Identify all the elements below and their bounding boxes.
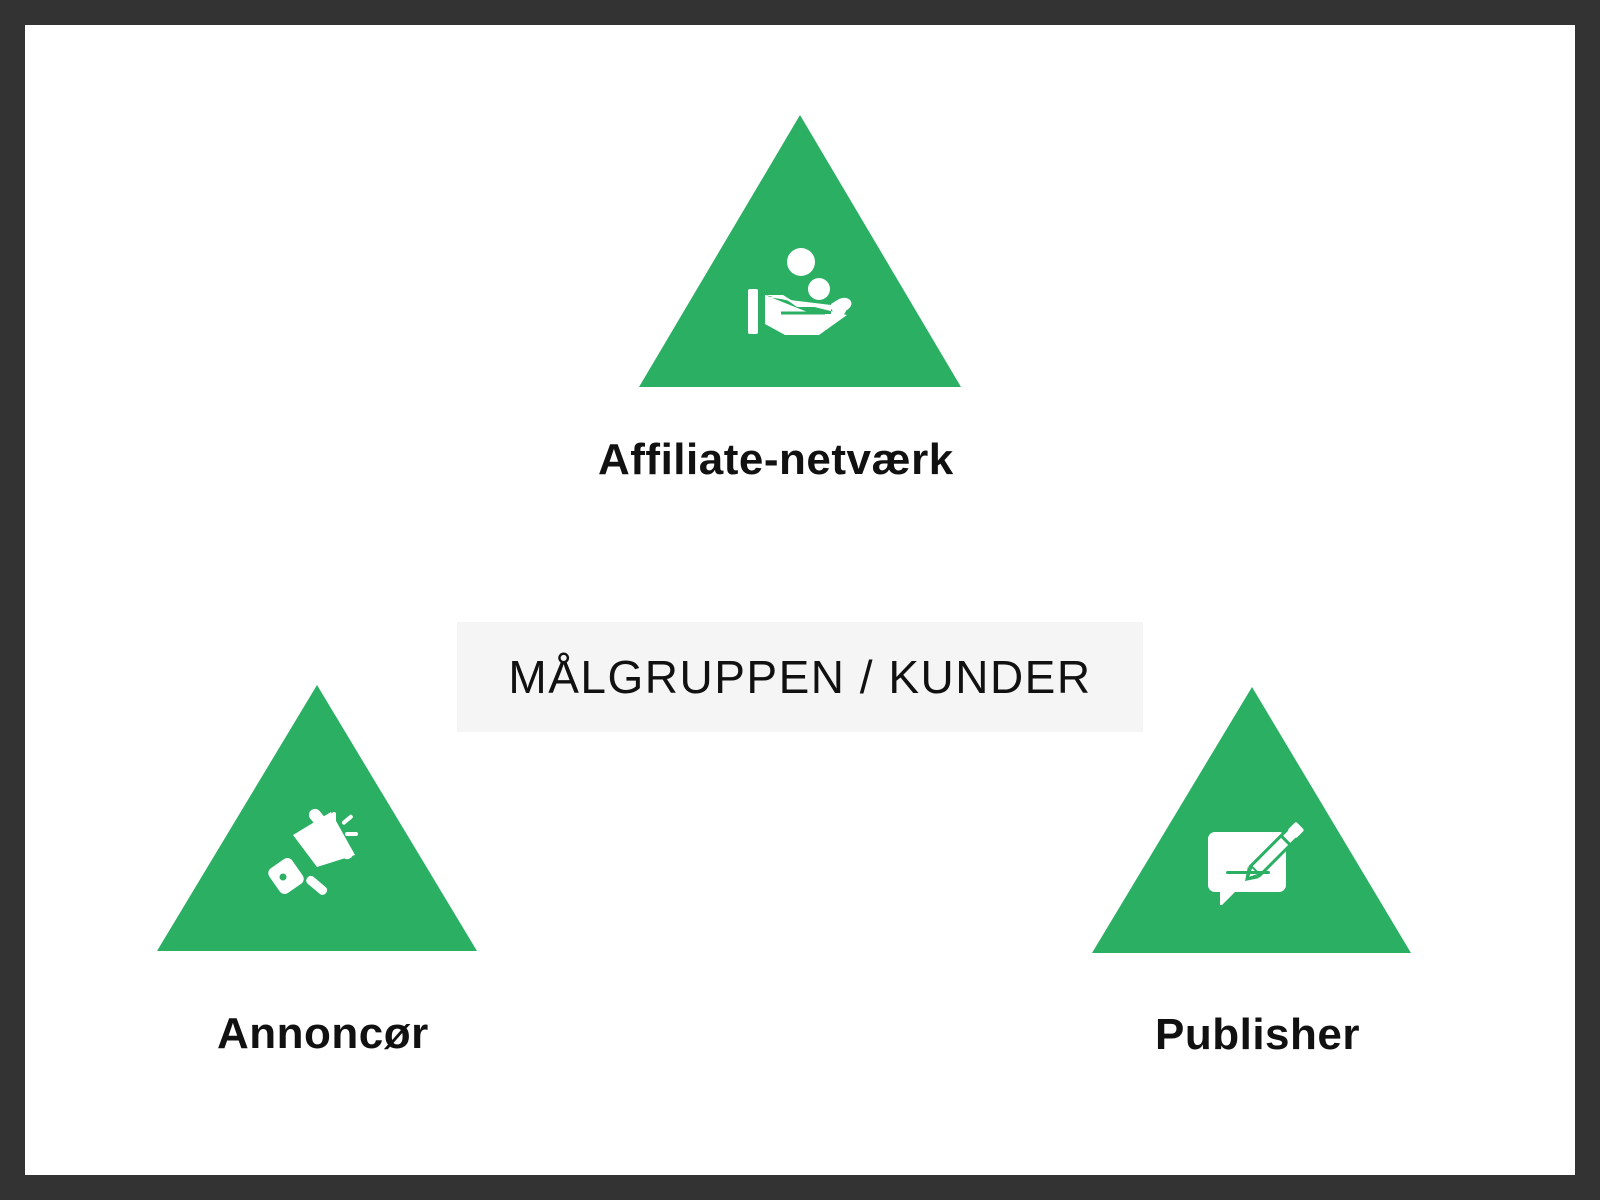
hand-coins-icon <box>748 248 852 335</box>
affiliate-network-triangle <box>639 115 961 387</box>
affiliate-network-node <box>635 115 965 390</box>
chat-pen-icon <box>1208 822 1304 905</box>
megaphone-icon <box>268 808 358 895</box>
advertiser-triangle <box>157 685 477 951</box>
publisher-node <box>1089 687 1419 962</box>
advertiser-node <box>155 685 485 960</box>
advertiser-label: Annoncør <box>217 1009 429 1058</box>
publisher-triangle <box>1092 687 1411 953</box>
affiliate-network-label: Affiliate-netværk <box>598 435 954 484</box>
diagram-canvas: Affiliate-netværk MÅLGRUPPEN / KUNDER <box>25 25 1575 1175</box>
publisher-label: Publisher <box>1155 1010 1360 1059</box>
target-group-label: MÅLGRUPPEN / KUNDER <box>508 651 1092 703</box>
target-group-box: MÅLGRUPPEN / KUNDER <box>457 622 1143 732</box>
